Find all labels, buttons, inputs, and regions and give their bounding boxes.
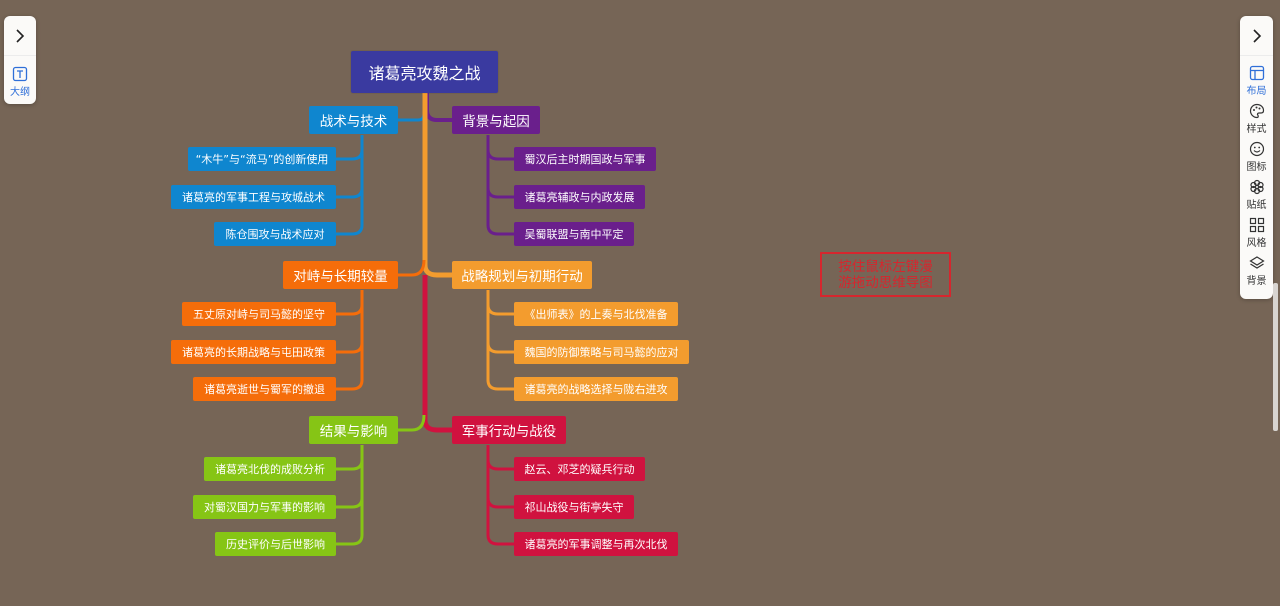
subnode[interactable]: 祁山战役与街亭失守 (514, 495, 634, 519)
icon-label: 图标 (1246, 162, 1267, 173)
grid-style-icon (1249, 217, 1264, 233)
sticker-label: 贴纸 (1246, 200, 1267, 211)
hint-line-2: 游拖动思维导图 (838, 274, 933, 291)
subnode[interactable]: 诸葛亮的长期战略与屯田政策 (171, 340, 336, 364)
background-button[interactable]: 背景 (1247, 255, 1267, 287)
theme-style-label: 风格 (1246, 238, 1267, 249)
subnode[interactable]: 赵云、邓芝的疑兵行动 (514, 457, 645, 481)
subnode[interactable]: 历史评价与后世影响 (215, 532, 336, 556)
background-label: 背景 (1246, 276, 1267, 287)
outline-label: 大纲 (10, 87, 30, 98)
subnode[interactable]: 诸葛亮辅政与内政发展 (514, 185, 645, 209)
subnode[interactable]: 陈仓围攻与战术应对 (214, 222, 336, 246)
theme-style-button[interactable]: 风格 (1247, 217, 1267, 249)
subnode[interactable]: 蜀汉后主时期国政与军事 (514, 147, 656, 171)
outline-text-icon (12, 66, 28, 82)
style-label: 样式 (1246, 124, 1267, 135)
layout-button[interactable]: 布局 (1247, 65, 1267, 97)
pan-hint-box: 按住鼠标左键漫 游拖动思维导图 (820, 252, 951, 297)
subnode[interactable]: 五丈原对峙与司马懿的坚守 (182, 302, 336, 326)
subnode[interactable]: “木牛”与“流马”的创新使用 (188, 147, 336, 171)
subnode[interactable]: 诸葛亮的战略选择与陇右进攻 (514, 377, 678, 401)
expand-right-panel-button[interactable] (1240, 16, 1273, 56)
outline-button[interactable]: 大纲 (10, 66, 30, 98)
subnode[interactable]: 对蜀汉国力与军事的影响 (193, 495, 336, 519)
subnode[interactable]: 魏国的防御策略与司马懿的应对 (514, 340, 689, 364)
chevron-right-icon (1252, 28, 1261, 43)
left-sidebar-panel: 大纲 (4, 16, 36, 104)
chevron-right-icon (16, 28, 25, 43)
subnode[interactable]: 诸葛亮逝世与蜀军的撤退 (193, 377, 336, 401)
vertical-scrollbar[interactable] (1273, 283, 1278, 431)
layout-icon (1249, 65, 1264, 81)
right-sidebar-panel: 布局 样式 图标 贴纸 风格 (1240, 16, 1273, 299)
branch-standoff[interactable]: 对峙与长期较量 (283, 261, 398, 289)
branch-strategic-planning[interactable]: 战略规划与初期行动 (452, 261, 592, 289)
subnode[interactable]: 诸葛亮的军事调整与再次北伐 (514, 532, 678, 556)
sticker-button[interactable]: 贴纸 (1247, 179, 1267, 211)
branch-military-operations[interactable]: 军事行动与战役 (452, 416, 566, 444)
branch-tactics-technology[interactable]: 战术与技术 (309, 106, 398, 134)
subnode[interactable]: 诸葛亮北伐的成败分析 (204, 457, 336, 481)
layout-label: 布局 (1246, 86, 1267, 97)
subnode[interactable]: 诸葛亮的军事工程与攻城战术 (171, 185, 336, 209)
palette-icon (1249, 103, 1264, 119)
subnode[interactable]: 《出师表》的上奏与北伐准备 (514, 302, 678, 326)
style-button[interactable]: 样式 (1247, 103, 1267, 135)
sticker-flower-icon (1249, 179, 1264, 195)
icon-button[interactable]: 图标 (1247, 141, 1267, 173)
root-node[interactable]: 诸葛亮攻魏之战 (351, 51, 498, 93)
subnode[interactable]: 吴蜀联盟与南中平定 (514, 222, 634, 246)
hint-line-1: 按住鼠标左键漫 (838, 258, 933, 275)
smiley-icon (1249, 141, 1264, 157)
branch-results-impact[interactable]: 结果与影响 (309, 416, 398, 444)
layers-icon (1248, 256, 1265, 269)
expand-left-panel-button[interactable] (4, 16, 36, 56)
branch-background-causes[interactable]: 背景与起因 (452, 106, 540, 134)
